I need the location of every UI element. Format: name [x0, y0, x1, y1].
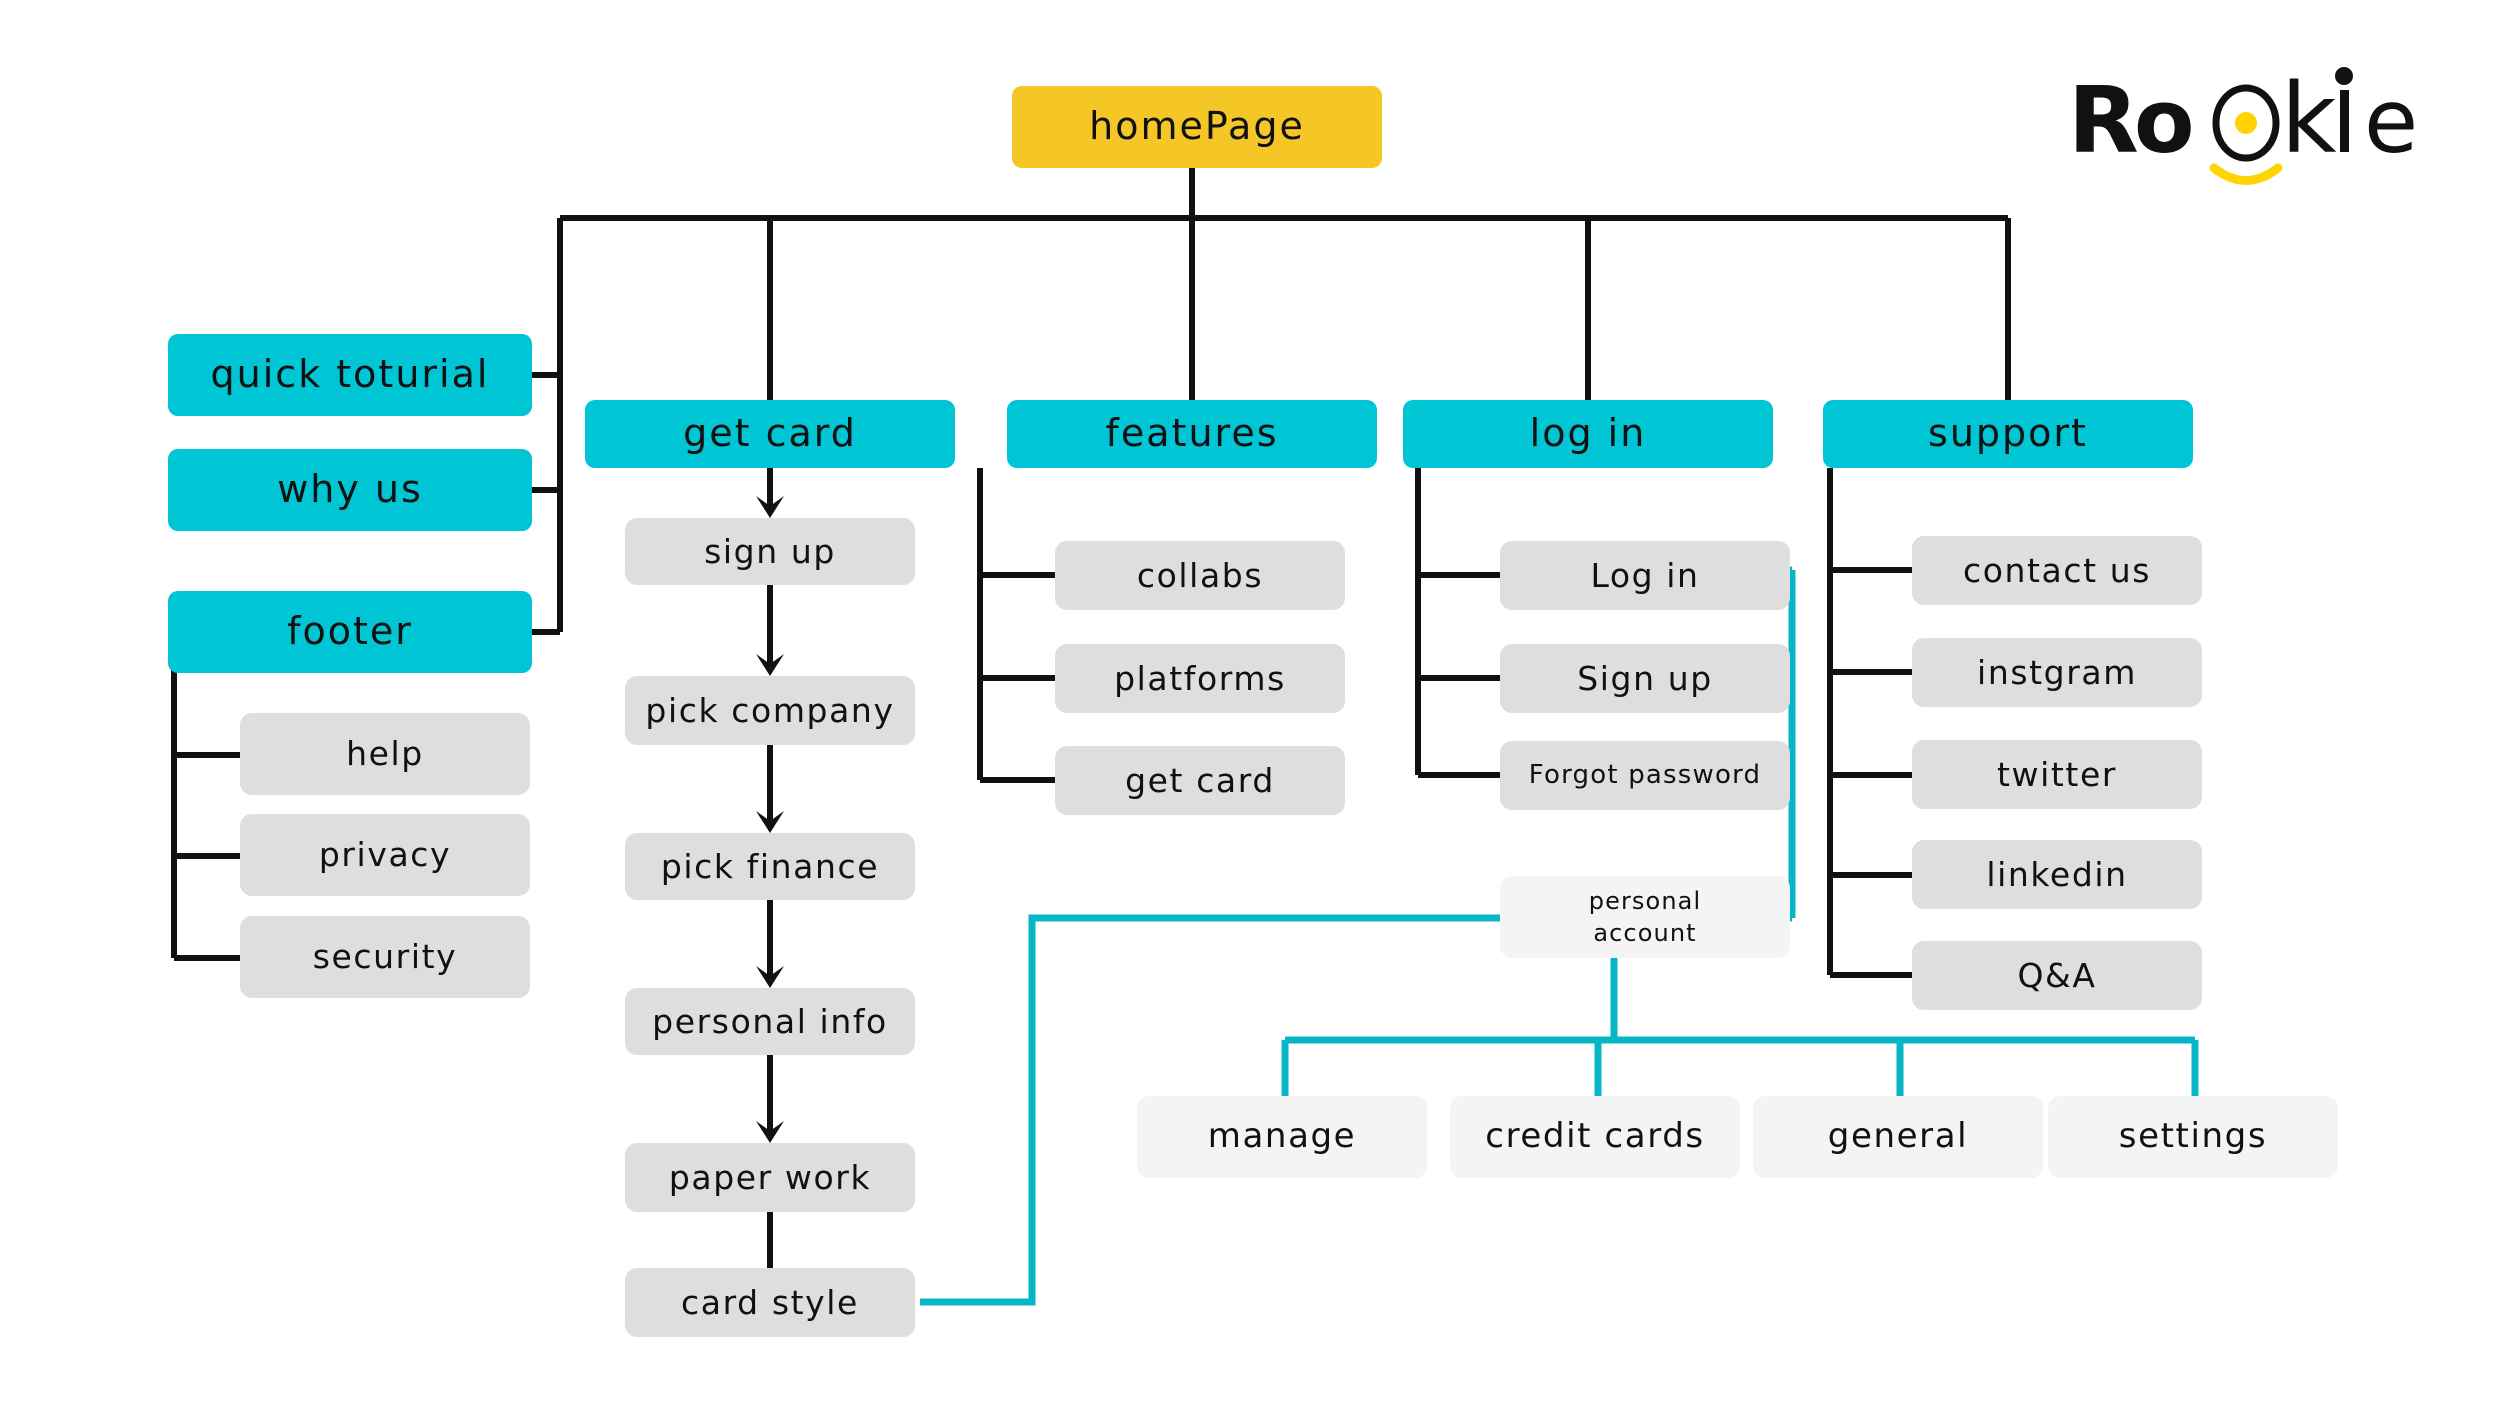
node-collabs-label: collabs [1136, 555, 1264, 595]
node-section-log-in[interactable]: log in [1403, 400, 1773, 468]
node-pick-company-label: pick company [645, 690, 895, 730]
logo-letter-o2 [2212, 84, 2280, 162]
node-forgot-password-label: Forgot password [1528, 759, 1762, 790]
node-card-style[interactable]: card style [625, 1268, 915, 1337]
node-section-get-card[interactable]: get card [585, 400, 955, 468]
node-homepage[interactable]: homePage [1012, 86, 1382, 168]
node-general[interactable]: general [1753, 1096, 2043, 1178]
node-instagram-label: instgram [1977, 652, 2137, 692]
node-quick-toturial-label: quick toturial [210, 352, 490, 397]
arrowhead-paperwork [756, 1121, 784, 1143]
node-settings-label: settings [2118, 1116, 2268, 1157]
node-homepage-label: homePage [1089, 104, 1305, 149]
node-section-get-card-label: get card [683, 411, 857, 456]
node-section-features[interactable]: features [1007, 400, 1377, 468]
node-security[interactable]: security [240, 916, 530, 998]
logo-letter-e: e [2364, 70, 2418, 173]
node-qa[interactable]: Q&A [1912, 941, 2202, 1010]
arrowhead-pickfinance [756, 811, 784, 833]
node-forgot-password[interactable]: Forgot password [1500, 741, 1790, 810]
node-login-log-in-label: Log in [1590, 555, 1700, 595]
node-personal-account-label: personal account [1588, 886, 1702, 947]
node-quick-toturial[interactable]: quick toturial [168, 334, 532, 416]
node-why-us[interactable]: why us [168, 449, 532, 531]
node-manage[interactable]: manage [1137, 1096, 1427, 1178]
node-sign-up[interactable]: sign up [625, 518, 915, 585]
node-platforms[interactable]: platforms [1055, 644, 1345, 713]
node-why-us-label: why us [277, 467, 423, 512]
node-credit-cards-label: credit cards [1485, 1116, 1705, 1157]
node-twitter-label: twitter [1996, 754, 2118, 794]
node-linkedin-label: linkedin [1986, 854, 2128, 894]
node-privacy[interactable]: privacy [240, 814, 530, 896]
node-login-sign-up-label: Sign up [1577, 658, 1713, 698]
node-settings[interactable]: settings [2048, 1096, 2338, 1178]
node-security-label: security [312, 937, 458, 977]
node-section-features-label: features [1105, 411, 1279, 456]
node-features-get-card-label: get card [1125, 760, 1275, 800]
node-credit-cards[interactable]: credit cards [1450, 1096, 1740, 1178]
logo-dot-icon [2235, 112, 2257, 134]
logo-letter-i-dot [2335, 67, 2353, 85]
node-platforms-label: platforms [1114, 658, 1286, 698]
node-pick-finance[interactable]: pick finance [625, 833, 915, 900]
node-collabs[interactable]: collabs [1055, 541, 1345, 610]
node-pick-finance-label: pick finance [660, 846, 880, 886]
node-general-label: general [1827, 1116, 1969, 1157]
node-section-support-label: support [1928, 411, 2088, 456]
node-personal-info-label: personal info [652, 1001, 888, 1041]
node-manage-label: manage [1207, 1116, 1357, 1157]
node-section-support[interactable]: support [1823, 400, 2193, 468]
node-contact-us-label: contact us [1962, 550, 2152, 590]
arrowhead-signup [756, 496, 784, 518]
node-login-log-in[interactable]: Log in [1500, 541, 1790, 610]
node-twitter[interactable]: twitter [1912, 740, 2202, 809]
rookie-logo: R o k e [2068, 63, 2418, 185]
logo-letter-k: k [2281, 63, 2337, 175]
node-privacy-label: privacy [318, 835, 452, 875]
node-instagram[interactable]: instgram [1912, 638, 2202, 707]
node-contact-us[interactable]: contact us [1912, 536, 2202, 605]
arrowhead-personalinfo [756, 966, 784, 988]
node-pick-company[interactable]: pick company [625, 676, 915, 745]
node-footer-label: footer [287, 609, 413, 654]
node-linkedin[interactable]: linkedin [1912, 840, 2202, 909]
node-qa-label: Q&A [2017, 955, 2097, 995]
logo-letter-o1: o [2134, 70, 2194, 173]
logo-letter-R: R [2068, 67, 2139, 174]
node-help-label: help [346, 734, 424, 774]
arrowhead-pickcompany [756, 654, 784, 676]
logo-smile-icon [2209, 163, 2283, 185]
node-features-get-card[interactable]: get card [1055, 746, 1345, 815]
logo-letter-i-stem [2340, 90, 2349, 152]
node-personal-account[interactable]: personal account [1500, 876, 1790, 958]
node-card-style-label: card style [681, 1282, 859, 1322]
node-personal-info[interactable]: personal info [625, 988, 915, 1055]
node-paper-work-label: paper work [668, 1157, 872, 1197]
node-footer[interactable]: footer [168, 591, 532, 673]
node-login-sign-up[interactable]: Sign up [1500, 644, 1790, 713]
node-section-log-in-label: log in [1529, 411, 1647, 456]
node-help[interactable]: help [240, 713, 530, 795]
node-sign-up-label: sign up [704, 531, 836, 571]
node-paper-work[interactable]: paper work [625, 1143, 915, 1212]
